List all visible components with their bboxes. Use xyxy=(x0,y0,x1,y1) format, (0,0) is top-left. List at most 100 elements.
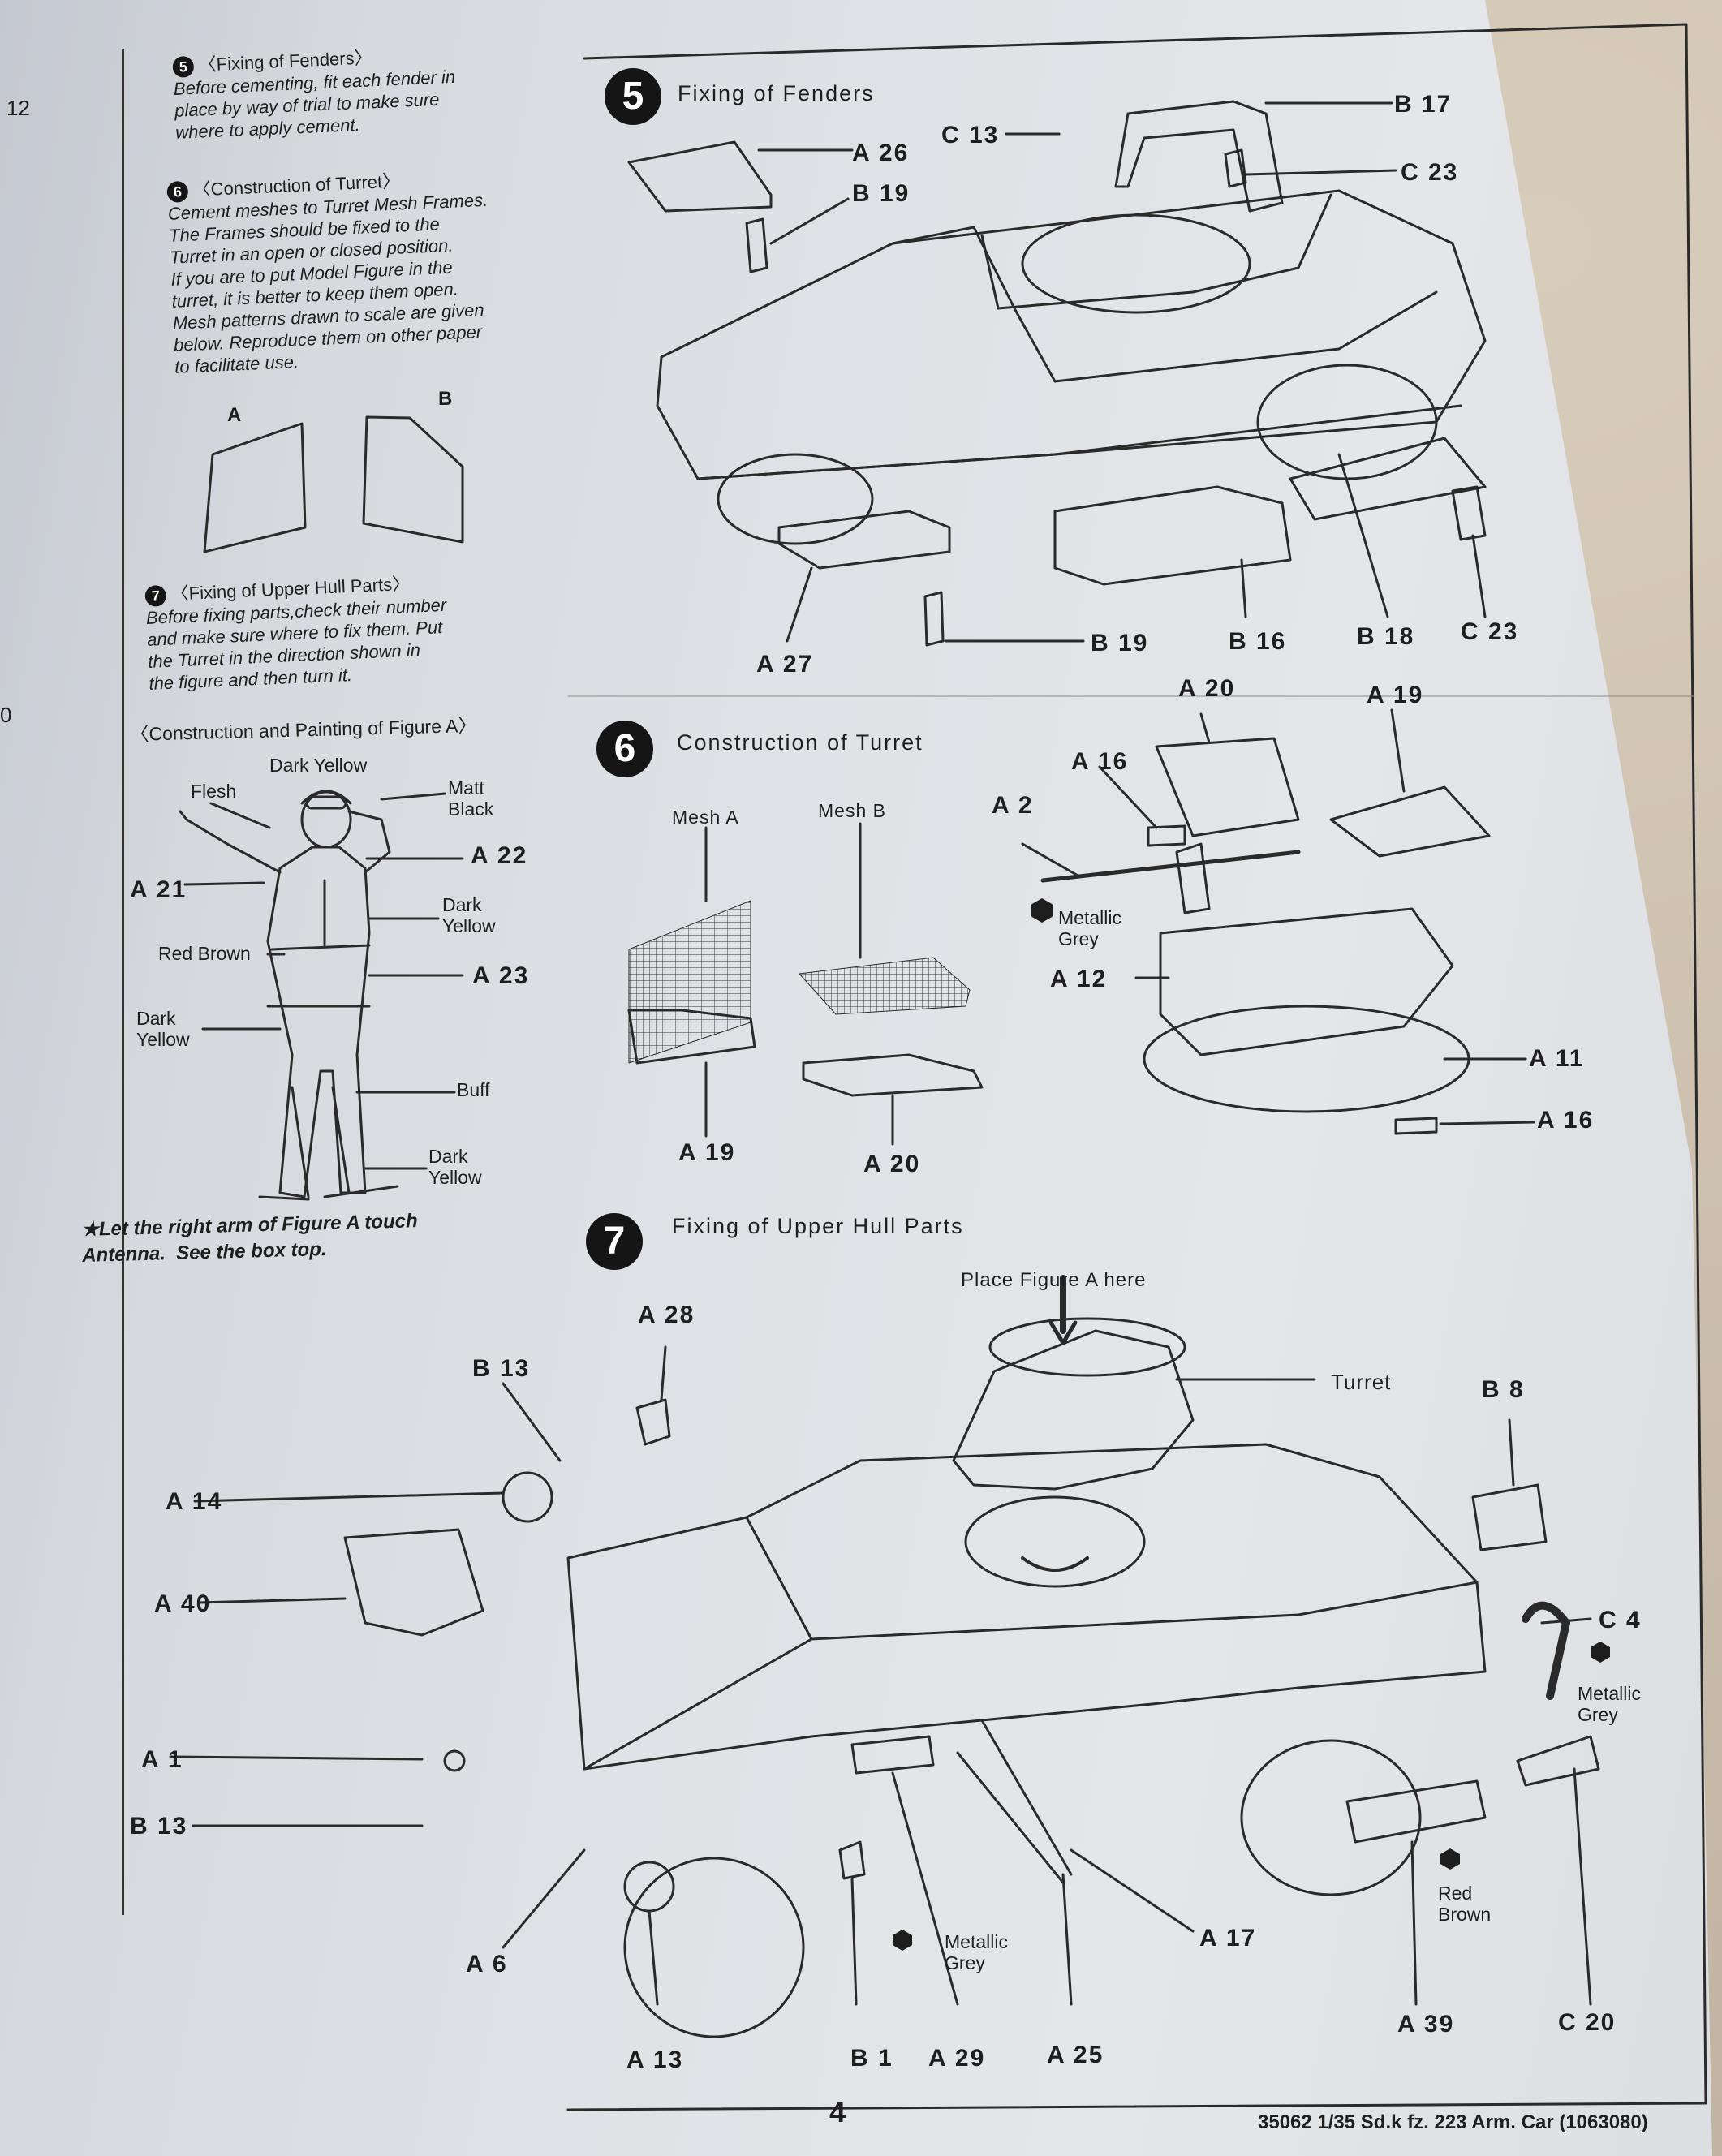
part-b17: B 17 xyxy=(1394,91,1453,118)
part-a16-top: A 16 xyxy=(1071,748,1129,775)
paint-red-brown: Red Brown xyxy=(158,943,251,964)
paint-marker-icon xyxy=(1591,1642,1610,1663)
part-a1: A 1 xyxy=(141,1746,183,1773)
step5-title: Fixing of Fenders xyxy=(678,81,875,105)
part-a27: A 27 xyxy=(756,651,814,678)
part-a6: A 6 xyxy=(466,1951,508,1977)
mirror-a1-drawing xyxy=(443,1749,466,1772)
fender-b18 xyxy=(1289,437,1487,521)
mesh-pattern-a xyxy=(203,422,307,553)
previous-page-fragment xyxy=(0,49,124,1915)
hatch-b8-drawing xyxy=(1471,1483,1548,1551)
part-a29: A 29 xyxy=(928,2045,986,2072)
paint-flesh: Flesh xyxy=(191,781,237,802)
part-a13: A 13 xyxy=(626,2046,684,2073)
step6-number: 6 xyxy=(596,721,653,777)
paint-dark-yellow-bottom: Dark Yellow xyxy=(428,1146,482,1188)
prev-page-number: 12 xyxy=(6,96,30,120)
stowage-box-b16-b18 xyxy=(1053,485,1292,586)
rear-wheel xyxy=(1240,1739,1422,1896)
paint-metallic-grey-b1: Metallic Grey xyxy=(945,1931,1008,1973)
part-a25: A 25 xyxy=(1047,2042,1104,2068)
turret-ring-a11 xyxy=(1143,1005,1470,1113)
part-b8: B 8 xyxy=(1482,1376,1525,1403)
step7-title: Fixing of Upper Hull Parts xyxy=(672,1214,964,1238)
part-b13-top: B 13 xyxy=(472,1355,531,1382)
part-a39: A 39 xyxy=(1397,2011,1455,2038)
turret-label: Turret xyxy=(1331,1370,1392,1394)
paint-dark-yellow-top: Dark Yellow xyxy=(269,755,368,776)
mesh-a-label: Mesh A xyxy=(672,807,739,828)
fender-b17 xyxy=(1114,100,1284,213)
part-a17: A 17 xyxy=(1199,1925,1257,1952)
step6-turret-drawing xyxy=(627,708,1535,1146)
step7-hull-drawing xyxy=(169,1275,1600,2038)
part-a16-bottom-drawing xyxy=(1394,1117,1438,1135)
part-c23-top-drawing xyxy=(1224,148,1247,188)
mg-a2-drawing xyxy=(1040,850,1301,883)
paint-metallic-grey-mg: Metallic Grey xyxy=(1058,907,1121,949)
part-b13-bottom: B 13 xyxy=(130,1813,188,1840)
catalog-line: 35062 1/35 Sd.k fz. 223 Arm. Car (106308… xyxy=(1258,2111,1648,2133)
mesh-frame-a19-top xyxy=(1329,785,1491,858)
step7-number: 7 xyxy=(586,1213,643,1270)
part-c23-bottom: C 23 xyxy=(1461,618,1519,645)
part-c23-bottom-drawing xyxy=(1451,485,1487,541)
part-a19-top: A 19 xyxy=(1367,682,1424,708)
part-a29-drawing xyxy=(850,1735,935,1775)
part-a22: A 22 xyxy=(471,842,528,869)
part-a16-bottom: A 16 xyxy=(1537,1107,1595,1134)
part-c13: C 13 xyxy=(941,122,1000,148)
turret-drawing xyxy=(952,1329,1195,1491)
front-wheel xyxy=(623,1857,805,2038)
paint-marker-icon xyxy=(1031,898,1053,923)
paint-red-brown-toolbox: Red Brown xyxy=(1438,1883,1492,1925)
part-a11: A 11 xyxy=(1529,1045,1585,1072)
part-a16-top-drawing xyxy=(1147,824,1186,847)
paint-marker-icon xyxy=(1440,1848,1460,1870)
part-a20-top: A 20 xyxy=(1178,675,1236,702)
mesh-b-pattern xyxy=(799,957,971,1015)
mesh-pattern-a-label: A xyxy=(227,404,242,426)
turret-a12 xyxy=(1159,907,1454,1056)
mesh-frame-a19 xyxy=(627,1009,756,1065)
paint-matt-black: Matt Black xyxy=(448,777,494,820)
mesh-frame-a20 xyxy=(802,1053,984,1097)
part-b19-bottom-drawing xyxy=(923,591,945,647)
mesh-pattern-b xyxy=(362,415,464,544)
part-a26: A 26 xyxy=(852,140,910,166)
part-a2: A 2 xyxy=(992,792,1034,819)
muffler-c20-drawing xyxy=(1516,1735,1600,1787)
part-b18: B 18 xyxy=(1357,623,1415,650)
part-a14: A 14 xyxy=(166,1488,223,1515)
part-b1: B 1 xyxy=(850,2045,893,2072)
page-number: 4 xyxy=(829,2095,846,2128)
part-a23: A 23 xyxy=(472,962,530,989)
part-a40: A 40 xyxy=(154,1590,212,1617)
step6-title: Construction of Turret xyxy=(677,730,923,755)
part-c4: C 4 xyxy=(1599,1607,1642,1633)
part-b19-top: B 19 xyxy=(852,180,911,207)
place-figure-note: Place Figure A here xyxy=(961,1269,1147,1291)
armor-a40-drawing xyxy=(343,1528,484,1637)
paint-metallic-grey-exhaust: Metallic Grey xyxy=(1578,1683,1641,1725)
part-b19-bottom: B 19 xyxy=(1091,630,1149,656)
part-b1-drawing xyxy=(838,1840,866,1880)
paint-buff: Buff xyxy=(457,1079,490,1100)
mesh-pattern-b-label: B xyxy=(438,388,453,410)
mesh-a-pattern xyxy=(628,900,751,1064)
paint-marker-icon xyxy=(893,1930,912,1951)
toolbox-a39-drawing xyxy=(1345,1779,1487,1844)
paint-dark-yellow-left: Dark Yellow xyxy=(136,1008,190,1050)
instruction-frame xyxy=(566,23,1707,2111)
step5-number: 5 xyxy=(605,68,661,125)
part-a20-bottom: A 20 xyxy=(863,1151,921,1177)
fender-a26 xyxy=(627,140,773,213)
headlight-a14-drawing xyxy=(502,1471,553,1523)
step5-vehicle-drawing xyxy=(627,100,1487,647)
prev-page-fragment-text: 0 xyxy=(0,703,12,727)
part-b19-top-drawing xyxy=(745,217,768,273)
fender-a27 xyxy=(777,510,951,570)
